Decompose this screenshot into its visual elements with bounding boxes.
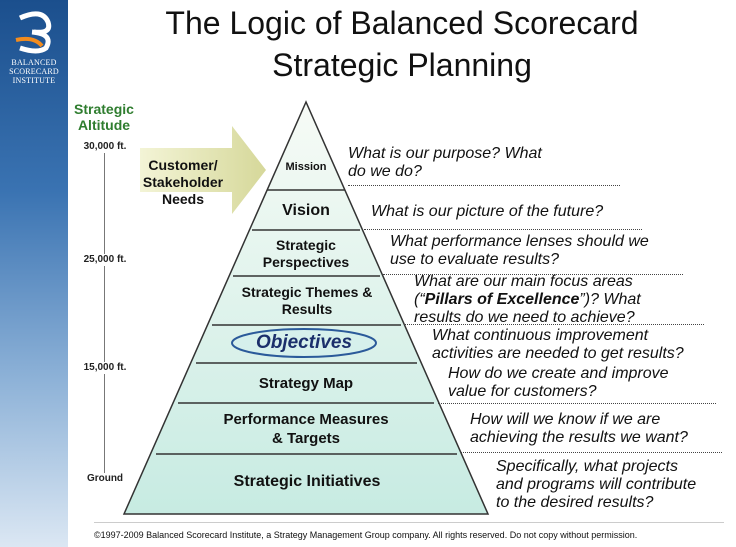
footer-divider	[94, 522, 724, 523]
level-strategic-themes-line-2: Results	[281, 301, 333, 317]
question-measures: How will we know if we are achieving the…	[470, 411, 688, 447]
altitude-label-15000: 15,000 ft.	[74, 362, 136, 374]
question-vision: What is our picture of the future?	[371, 203, 604, 220]
altitude-heading-line-1: Strategic	[74, 101, 134, 117]
customer-needs-line-3: Needs	[161, 191, 205, 207]
dotted-divider	[438, 403, 716, 404]
question-perspectives-line-2: use to evaluate results?	[390, 251, 559, 268]
objectives-highlight-oval	[231, 328, 377, 358]
level-objectives: Objectives	[255, 332, 353, 353]
dotted-divider	[404, 324, 704, 325]
question-themes-line-3: results do we need to achieve?	[414, 309, 635, 326]
question-initiatives-line-1: Specifically, what projects	[496, 458, 678, 475]
pyramid-shape	[122, 100, 490, 515]
level-performance-measures-line-2: & Targets	[271, 430, 341, 447]
question-strategy-map-line-1: How do we create and improve	[448, 365, 669, 382]
altitude-heading-line-2: Altitude	[77, 117, 131, 133]
customer-needs-arrow	[140, 126, 266, 214]
customer-needs-line-2: Stakeholder	[142, 174, 224, 190]
question-themes-line-2-close: ”)? What	[579, 291, 641, 308]
question-perspectives-line-1: What performance lenses should we	[390, 233, 649, 250]
brand-sidebar: BALANCED SCORECARD INSTITUTE	[0, 0, 68, 547]
question-initiatives-line-3: to the desired results?	[496, 494, 654, 511]
question-mission: What is our purpose? What do we do?	[348, 145, 542, 181]
pillars-of-excellence: Pillars of Excellence	[424, 291, 580, 308]
dotted-divider	[348, 185, 620, 186]
dotted-divider	[364, 229, 642, 230]
question-objectives: What continuous improvement activities a…	[432, 327, 684, 363]
question-objectives-line-2: activities are needed to get results?	[432, 345, 684, 362]
customer-needs-label: Customer/ Stakeholder Needs	[142, 157, 224, 208]
pyramid-dividers	[156, 189, 457, 455]
title-line-2: Strategic Planning	[272, 47, 532, 83]
question-mission-line-2: do we do?	[348, 163, 422, 180]
logo-line-1: BALANCED	[11, 58, 57, 67]
altitude-label-ground: Ground	[74, 473, 136, 485]
level-mission: Mission	[285, 161, 327, 173]
level-strategic-themes-line-1: Strategic Themes &	[241, 284, 373, 300]
bsi-logo-icon	[15, 11, 52, 54]
level-strategic-perspectives-line-2: Perspectives	[262, 254, 350, 270]
altitude-label-25000: 25,000 ft.	[74, 254, 136, 266]
question-themes: What are our main focus areas (“Pillars …	[414, 273, 641, 327]
title-line-1: The Logic of Balanced Scorecard	[165, 5, 639, 41]
logo-wordmark: BALANCED SCORECARD INSTITUTE	[0, 58, 68, 85]
level-strategic-perspectives: Strategic Perspectives	[236, 237, 376, 271]
altitude-label-30000: 30,000 ft.	[74, 141, 136, 153]
logo-line-3: INSTITUTE	[12, 76, 56, 85]
question-themes-line-2: (“Pillars of Excellence”)? What	[414, 291, 641, 309]
question-perspectives: What performance lenses should we use to…	[390, 233, 649, 269]
level-vision: Vision	[282, 202, 330, 219]
question-initiatives: Specifically, what projects and programs…	[496, 458, 696, 512]
question-measures-line-1: How will we know if we are	[470, 411, 661, 428]
copyright-footer: ©1997-2009 Balanced Scorecard Institute,…	[94, 530, 638, 540]
level-performance-measures: Performance Measures & Targets	[180, 410, 432, 448]
question-mission-line-1: What is our purpose? What	[348, 145, 542, 162]
dotted-divider	[383, 274, 683, 275]
question-initiatives-line-2: and programs will contribute	[496, 476, 697, 493]
question-measures-line-2: achieving the results we want?	[470, 429, 688, 446]
question-themes-line-2-open: (“	[414, 291, 425, 308]
level-performance-measures-line-1: Performance Measures	[223, 411, 389, 428]
question-objectives-line-1: What continuous improvement	[432, 327, 649, 344]
level-strategic-initiatives: Strategic Initiatives	[233, 473, 381, 490]
logo-line-2: SCORECARD	[9, 67, 59, 76]
page-title: The Logic of Balanced Scorecard Strategi…	[68, 2, 736, 86]
level-strategic-themes: Strategic Themes & Results	[214, 284, 400, 318]
level-strategy-map: Strategy Map	[258, 375, 354, 392]
altitude-scale-line	[104, 148, 105, 480]
question-strategy-map-line-2: value for customers?	[448, 383, 597, 400]
question-strategy-map: How do we create and improve value for c…	[448, 365, 669, 401]
level-strategic-perspectives-line-1: Strategic	[276, 237, 336, 253]
question-themes-line-1: What are our main focus areas	[414, 273, 633, 290]
dotted-divider	[460, 452, 722, 453]
altitude-heading: Strategic Altitude	[68, 101, 140, 133]
customer-needs-line-1: Customer/	[148, 157, 218, 173]
